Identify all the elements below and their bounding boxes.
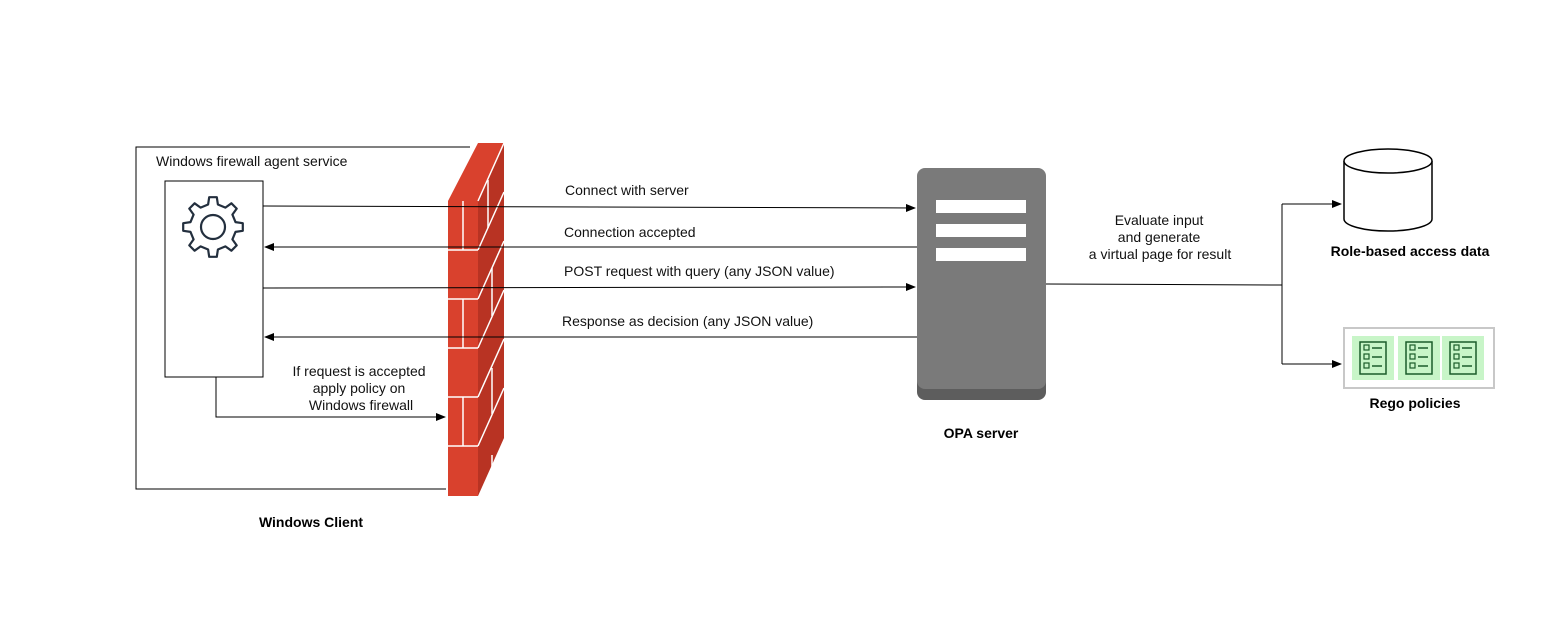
server-icon	[917, 168, 1046, 400]
brick-wall-icon	[448, 142, 505, 496]
post-message: POST request with query (any JSON value)	[564, 263, 835, 279]
connect-message: Connect with server	[565, 182, 689, 198]
agent-service-box	[164, 180, 264, 378]
apply-policy-text: If request is accepted apply policy on W…	[293, 363, 430, 413]
datastore-label: Role-based access data	[1331, 243, 1490, 259]
apply-policy-arrow	[215, 377, 446, 421]
document-list-icon	[1343, 327, 1495, 389]
windows-client-label: Windows Client	[259, 514, 363, 530]
response-message: Response as decision (any JSON value)	[562, 313, 813, 329]
policies-label: Rego policies	[1369, 395, 1460, 411]
agent-service-label: Windows firewall agent service	[156, 153, 348, 169]
server-to-branch-line	[1045, 283, 1283, 286]
connect-arrow	[262, 203, 916, 212]
accepted-message: Connection accepted	[564, 224, 696, 240]
evaluate-text: Evaluate input and generate a virtual pa…	[1089, 212, 1232, 262]
database-icon	[1343, 148, 1433, 232]
windows-client-frame	[135, 146, 470, 490]
gear-icon	[182, 196, 244, 258]
post-arrow	[262, 283, 916, 292]
opa-server-label: OPA server	[944, 425, 1019, 441]
